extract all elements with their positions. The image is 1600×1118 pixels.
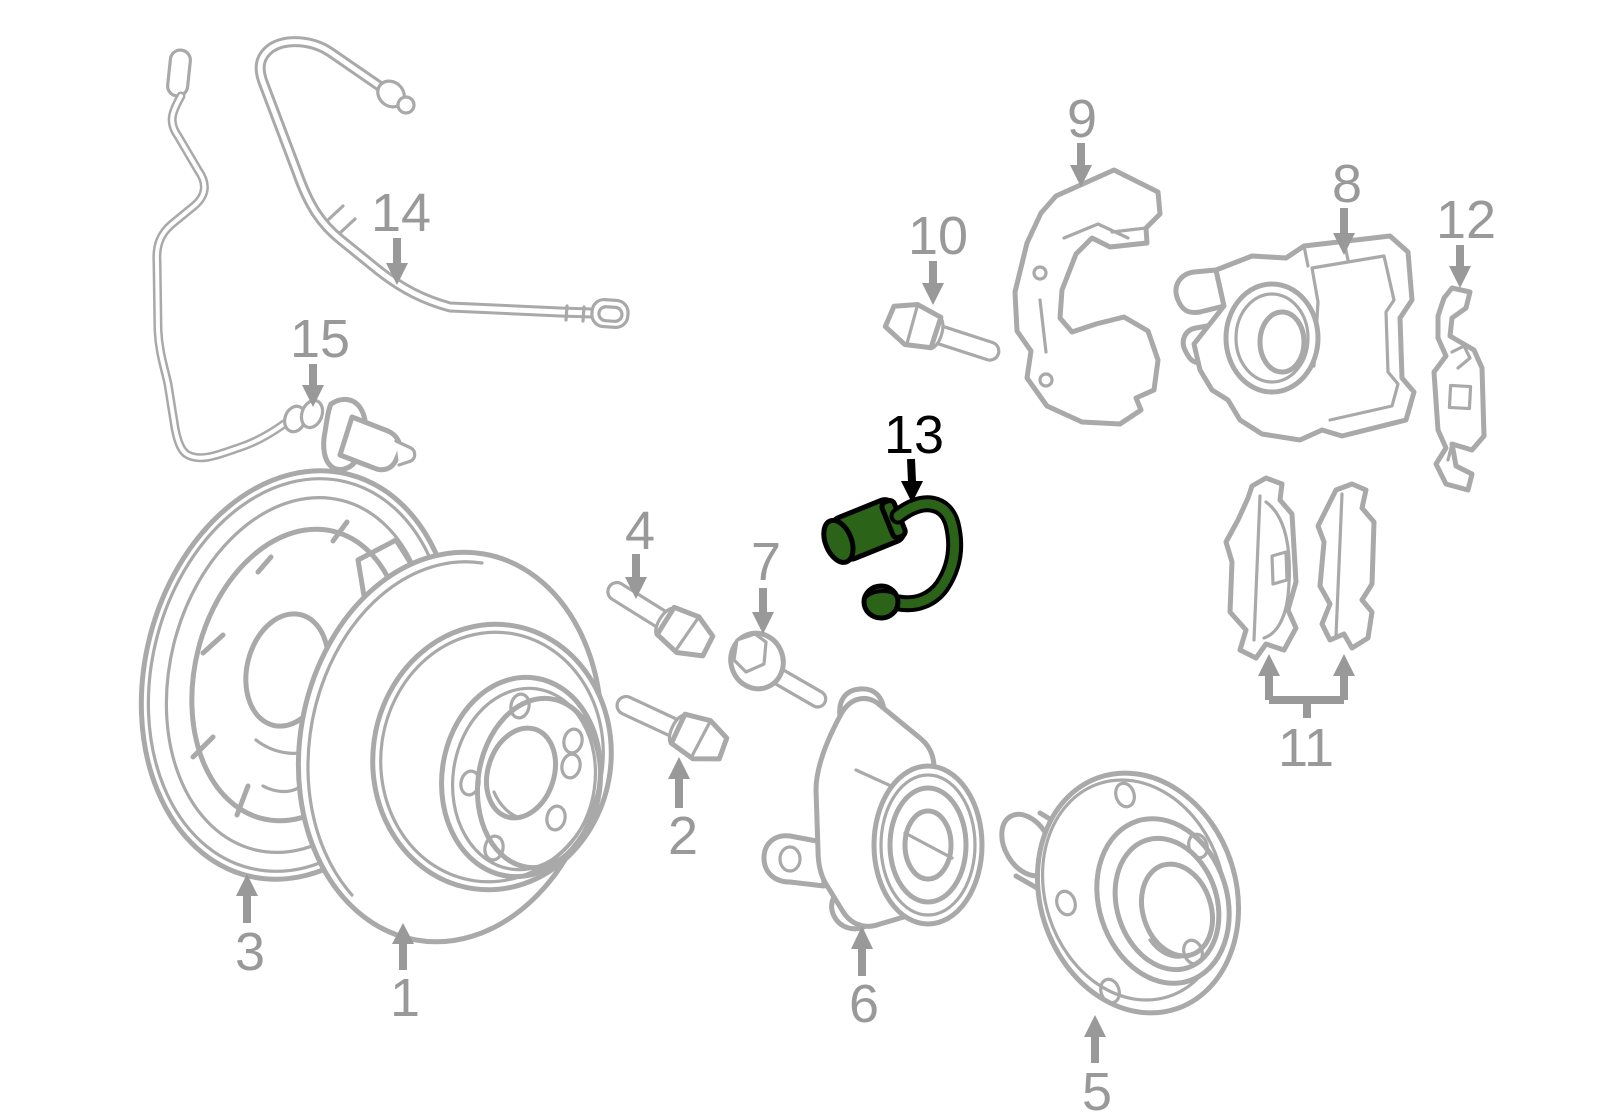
callout-part-7[interactable]: 7 [751, 532, 781, 634]
part-1-label: 1 [390, 968, 420, 1028]
part-2-label: 2 [668, 806, 698, 866]
part-3-label: 3 [235, 922, 265, 982]
callout-part-15[interactable]: 15 [290, 309, 350, 407]
part-15-label: 15 [290, 309, 350, 369]
part-13-wear-sensor-drawing[interactable] [818, 495, 964, 621]
part-4-hex-bolt-drawing [599, 568, 720, 665]
part-8-brake-caliper-drawing [1173, 233, 1417, 443]
part-15-abs-sensor-drawing [152, 48, 417, 473]
callout-part-6[interactable]: 6 [849, 926, 879, 1034]
callout-part-14[interactable]: 14 [371, 183, 431, 285]
part-14-brake-pipe-drawing [254, 36, 630, 330]
part-10-hex-bolt-drawing [882, 297, 1005, 373]
part-1-brake-disc-drawing [295, 549, 614, 945]
part-9-caliper-carrier-drawing [1012, 167, 1163, 427]
part-10-label: 10 [908, 206, 968, 266]
part-7-label: 7 [751, 532, 781, 592]
callout-part-9[interactable]: 9 [1067, 89, 1097, 187]
part-5-label: 5 [1082, 1062, 1112, 1118]
part-6-wheel-bearing-drawing [761, 686, 985, 932]
callout-part-11[interactable]: 11 [1258, 654, 1355, 778]
part-13-label: 13 [884, 405, 944, 465]
part-12-label: 12 [1436, 190, 1496, 250]
part-9-label: 9 [1067, 89, 1097, 149]
callout-part-4[interactable]: 4 [625, 501, 655, 599]
part-2-hex-bolt-drawing [609, 682, 732, 769]
part-4-label: 4 [625, 501, 655, 561]
part-12-retaining-spring-clip-drawing [1431, 285, 1487, 493]
callout-part-1[interactable]: 1 [390, 923, 420, 1028]
callout-part-2[interactable]: 2 [668, 757, 698, 866]
wear-sensor-connector [821, 497, 908, 565]
callout-part-8[interactable]: 8 [1332, 154, 1362, 255]
part-8-label: 8 [1332, 154, 1362, 214]
part-7-flange-bolt-drawing [728, 630, 828, 709]
part-11-label: 11 [1278, 718, 1334, 778]
callout-part-10[interactable]: 10 [908, 206, 968, 305]
callout-part-5[interactable]: 5 [1082, 1015, 1112, 1118]
callout-part-13[interactable]: 13 [884, 405, 944, 503]
callout-part-12[interactable]: 12 [1436, 190, 1496, 288]
part-6-label: 6 [849, 974, 879, 1034]
part-11-brake-pad-set-drawing [1223, 475, 1377, 661]
callout-part-3[interactable]: 3 [235, 874, 265, 982]
part-14-label: 14 [371, 183, 431, 243]
part-5-wheel-hub-drawing [999, 770, 1242, 1016]
